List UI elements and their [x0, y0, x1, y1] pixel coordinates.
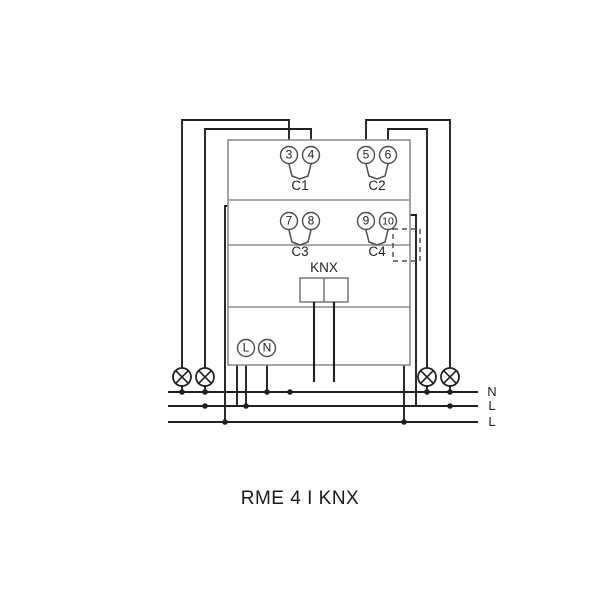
contact-group-c3: 7 8 C3 [279, 211, 321, 259]
lamp-2 [195, 367, 215, 387]
diagram-title: RME 4 I KNX [240, 488, 360, 509]
contact-label-c3: C3 [291, 244, 308, 259]
terminal-4-label: 4 [308, 148, 315, 162]
knx-terminal-group: KNX [299, 260, 349, 382]
terminal-10-circle[interactable] [378, 211, 398, 231]
terminal-3-label: 3 [286, 148, 293, 162]
terminal-N-circle[interactable] [257, 338, 277, 358]
terminal-6-circle[interactable] [378, 145, 398, 165]
terminal-9-label: 9 [363, 214, 370, 228]
terminal-7-label: 7 [286, 214, 293, 228]
terminal-8-circle[interactable] [301, 211, 321, 231]
terminal-L-circle[interactable] [236, 338, 256, 358]
contact-link-c1 [288, 163, 312, 180]
terminal-L-label: L [243, 341, 250, 355]
junction-dots [179, 389, 453, 425]
wire-lamp3-to-terminal-6 [387, 128, 428, 369]
wire-lamp2-to-terminal-4 [204, 128, 312, 369]
wire-lamp1-to-terminal-3 [181, 119, 290, 369]
contact-group-c1: 3 4 C1 [279, 145, 321, 193]
contact-link-c2 [365, 163, 389, 180]
wire-lamp4-to-terminal-5 [365, 119, 451, 369]
contact-link-c3 [288, 229, 312, 246]
terminal-5-circle[interactable] [356, 145, 376, 165]
terminal-4-circle[interactable] [301, 145, 321, 165]
lamp-3 [417, 367, 437, 387]
supply-terminal-group: L N [236, 338, 277, 358]
bus-label-L2: L [488, 414, 495, 429]
contact-link-c4 [365, 229, 389, 246]
knx-label: KNX [310, 260, 338, 275]
bus-label-L1: L [488, 398, 495, 413]
optional-module-dashed-box [392, 228, 421, 262]
bus-label-N: N [487, 384, 496, 399]
lamp-4 [440, 367, 460, 387]
contact-label-c2: C2 [368, 178, 385, 193]
terminal-8-label: 8 [308, 214, 315, 228]
contact-group-c4: 9 10 C4 [356, 211, 398, 259]
contact-label-c1: C1 [291, 178, 308, 193]
terminal-7-circle[interactable] [279, 211, 299, 231]
terminal-6-label: 6 [385, 148, 392, 162]
lamp-1 [172, 367, 192, 387]
terminal-N-label: N [263, 341, 272, 355]
terminal-5-label: 5 [363, 148, 370, 162]
terminal-3-circle[interactable] [279, 145, 299, 165]
terminal-9-circle[interactable] [356, 211, 376, 231]
contact-label-c4: C4 [368, 244, 386, 259]
terminal-10-label: 10 [382, 215, 394, 227]
contact-group-c2: 5 6 C2 [356, 145, 398, 193]
